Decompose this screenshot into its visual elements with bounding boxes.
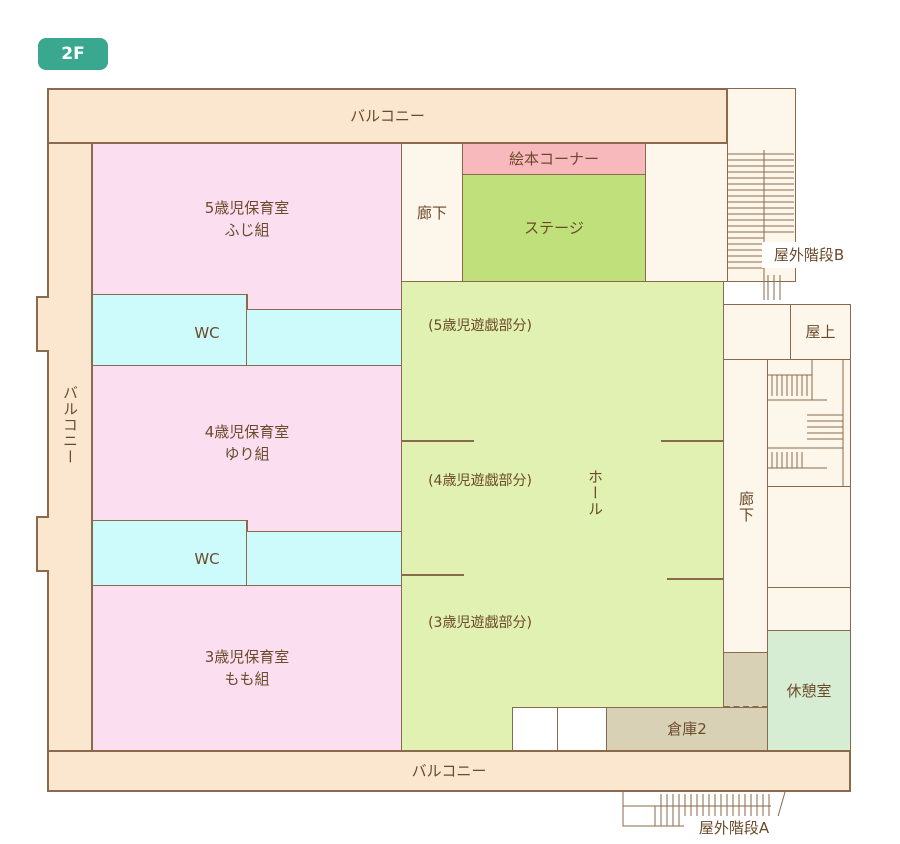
stairs-a-hatch [622, 790, 786, 827]
balcony-left-label: バルコニー [61, 385, 79, 465]
right-block-mid [767, 486, 851, 588]
play-area-5: (5歳児遊戯部分) [428, 318, 532, 334]
wc-1-label: WC [194, 324, 220, 342]
room-5-notch [247, 294, 402, 310]
play-area-3: (3歳児遊戯部分) [428, 615, 532, 631]
right-block-low [767, 587, 851, 631]
corridor-top: 廊下 [401, 143, 463, 282]
balcony-top: バルコニー [47, 88, 728, 144]
right-stairs-hatch [767, 360, 844, 486]
room-4-yuri: 4歳児保育室 ゆり組 [92, 365, 402, 521]
stage: ステージ [462, 174, 646, 282]
corridor-right [723, 359, 768, 653]
corridor-right-label: 廊下 [737, 491, 755, 523]
hall-divider-2-right [667, 578, 724, 580]
small-room-1 [512, 707, 558, 751]
storage-upper [723, 652, 768, 708]
storage-2: 倉庫2 [606, 707, 768, 751]
room-5-fuji: 5歳児保育室 ふじ組 [92, 143, 402, 295]
storage-dashed [724, 706, 768, 708]
rooftop-left [723, 304, 791, 360]
rest-room: 休憩室 [767, 630, 851, 751]
wc-2-label: WC [194, 550, 220, 568]
play-area-4: (4歳児遊戯部分) [428, 473, 532, 489]
hall-divider-2-left [402, 574, 464, 576]
stairs-b-label: 屋外階段B [762, 242, 856, 268]
balcony-bottom: バルコニー [47, 750, 851, 792]
small-room-2 [557, 707, 607, 751]
room-3-momo: 3歳児保育室 もも組 [92, 585, 402, 751]
hall-divider-1-left [402, 440, 474, 442]
hall [401, 281, 724, 751]
hall-divider-1-right [661, 440, 724, 442]
ehon-corner: 絵本コーナー [462, 143, 646, 175]
floor-badge: 2F [38, 38, 108, 70]
right-stair-block [767, 359, 851, 487]
rooftop: 屋上 [790, 304, 851, 360]
balcony-left-notch-2 [36, 516, 49, 572]
stairs-b-hatch [728, 150, 794, 300]
wc-2-ext [246, 531, 402, 586]
hall-label: ホール [586, 469, 604, 517]
wc-2 [92, 520, 247, 586]
top-right-room [645, 143, 728, 282]
stairs-a-label: 屋外階段A [684, 816, 784, 840]
balcony-left-notch-1 [36, 296, 49, 352]
wc-1 [92, 294, 247, 366]
balcony-left [47, 142, 93, 792]
